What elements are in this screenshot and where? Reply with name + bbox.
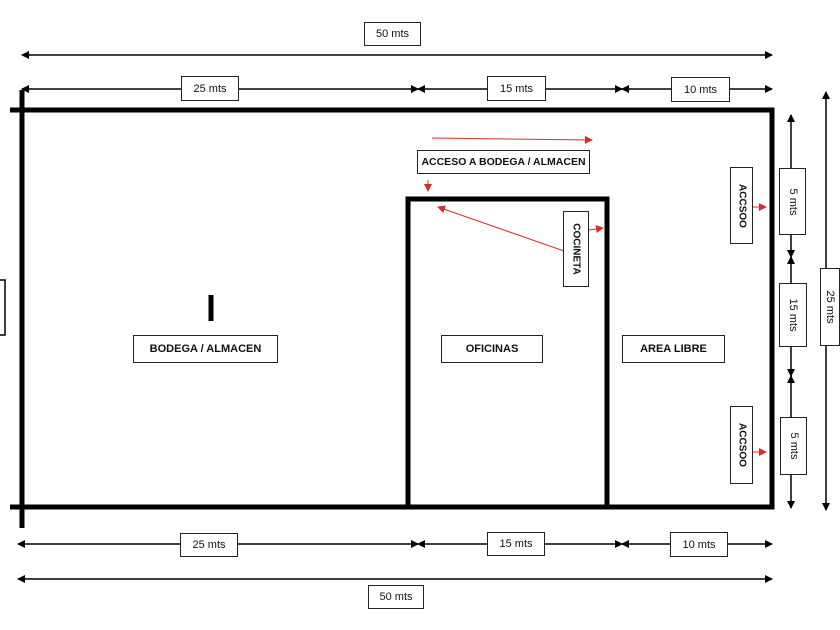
room-label-offices: OFICINAS [441,335,543,363]
dim-label-bottom-total: 50 mts [368,585,424,609]
dim-label-right-5-bottom-text: 5 mts [787,432,800,460]
label-warehouse-access: ACCESO A BODEGA / ALMACEN [417,150,590,174]
dim-label-right-total: 25 mts [820,268,840,346]
dim-label-right-15: 15 mts [779,283,807,347]
room-label-open-area: AREA LIBRE [622,335,725,363]
dim-label-bottom-25: 25 mts [180,533,238,557]
dim-label-top-15: 15 mts [487,76,546,101]
dim-label-right-total-text: 25 mts [824,290,836,324]
dim-label-right-5-top: 5 mts [779,168,806,235]
room-label-kitchen: COCINETA [563,211,589,287]
kitchen-arrow-diagonal [437,205,565,252]
label-access-bottom: ACCSOO [730,406,753,484]
label-access-bottom-text: ACCSOO [736,423,747,467]
room-label-warehouse: BODEGA / ALMACEN [133,335,278,363]
label-access-top-text: ACCSOO [736,183,747,228]
label-access-top: ACCSOO [730,167,753,244]
outer-wall [19,107,775,510]
dim-label-bottom-10: 10 mts [670,532,728,557]
dim-label-right-15-text: 15 mts [787,298,799,332]
access-arrow-horizontal [431,135,593,144]
left-edge-box [0,279,6,336]
dim-label-right-5-bottom: 5 mts [780,417,807,475]
dim-label-top-total: 50 mts [364,22,421,46]
room-label-kitchen-text: COCINETA [570,223,582,275]
dim-label-top-10: 10 mts [671,77,730,102]
kitchen-arrow-right [588,225,604,233]
dim-label-top-25: 25 mts [181,76,239,101]
offices-wall [405,196,610,507]
dim-label-right-5-top-text: 5 mts [786,188,799,215]
dim-label-bottom-15: 15 mts [487,532,545,556]
